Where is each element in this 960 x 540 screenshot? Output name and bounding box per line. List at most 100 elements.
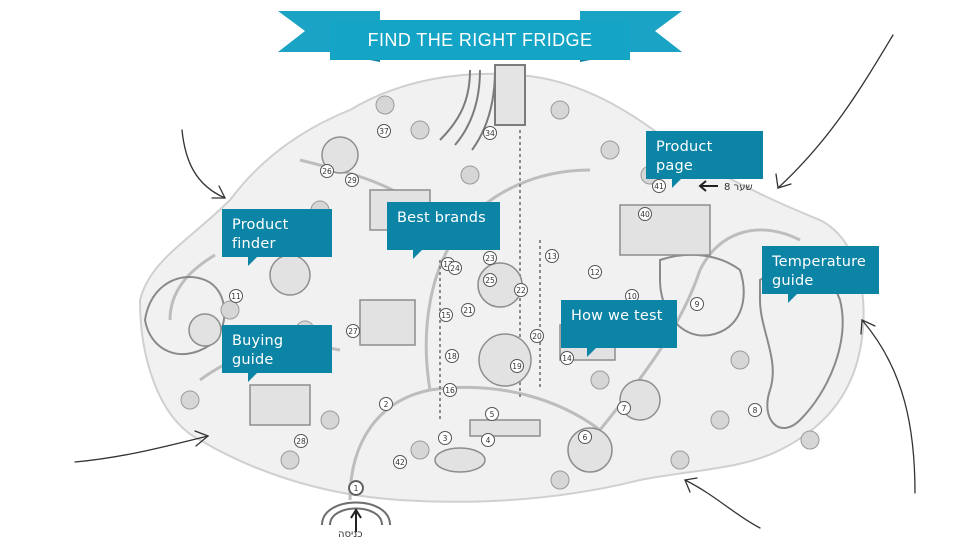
location-marker-circle bbox=[229, 289, 243, 303]
callout-line: How we test bbox=[571, 308, 663, 324]
location-number: 26 bbox=[322, 167, 332, 176]
hand-drawn-arrows bbox=[74, 34, 916, 529]
location-marker-circle bbox=[578, 430, 592, 444]
location-number: 21 bbox=[463, 306, 473, 315]
location-marker: 25 bbox=[483, 273, 497, 287]
location-marker: 29 bbox=[345, 173, 359, 187]
location-number: 42 bbox=[395, 458, 405, 467]
callout-product-finder[interactable]: Product finder bbox=[222, 209, 332, 266]
location-number: 1 bbox=[354, 484, 359, 493]
location-number: 41 bbox=[654, 182, 664, 191]
location-marker-circle bbox=[377, 124, 391, 138]
location-marker: 16 bbox=[443, 383, 457, 397]
location-marker: 20 bbox=[530, 329, 544, 343]
location-number: 22 bbox=[516, 286, 526, 295]
location-marker-circle bbox=[345, 173, 359, 187]
location-number: 40 bbox=[640, 210, 650, 219]
location-marker: 26 bbox=[320, 164, 334, 178]
callout-line: Buying bbox=[232, 333, 284, 349]
location-number: 25 bbox=[485, 276, 495, 285]
location-number: 34 bbox=[485, 129, 495, 138]
callout-product-page[interactable]: Product page bbox=[646, 131, 763, 188]
location-marker: 8 bbox=[748, 403, 762, 417]
location-marker-circle bbox=[510, 359, 524, 373]
location-marker: 15 bbox=[439, 308, 453, 322]
location-number: 15 bbox=[441, 311, 451, 320]
location-marker-circle bbox=[588, 265, 602, 279]
location-marker: 42 bbox=[393, 455, 407, 469]
location-marker: 37 bbox=[377, 124, 391, 138]
location-marker: 22 bbox=[514, 283, 528, 297]
location-marker: 7 bbox=[617, 401, 631, 415]
location-marker-circle bbox=[483, 251, 497, 265]
location-number: 5 bbox=[490, 410, 495, 419]
location-number: 18 bbox=[447, 352, 457, 361]
location-number: 9 bbox=[695, 300, 700, 309]
location-number: 10 bbox=[627, 292, 637, 301]
location-marker-circle bbox=[445, 349, 459, 363]
location-number: 16 bbox=[445, 386, 455, 395]
location-marker-circle bbox=[349, 481, 363, 495]
callout-line: finder bbox=[232, 236, 276, 252]
location-number: 24 bbox=[450, 264, 460, 273]
location-marker-circle bbox=[748, 403, 762, 417]
location-marker: 4 bbox=[481, 433, 495, 447]
location-number: 11 bbox=[231, 292, 241, 301]
location-marker-circle bbox=[448, 261, 462, 275]
location-marker: 5 bbox=[485, 407, 499, 421]
callout-buying-guide[interactable]: Buying guide bbox=[222, 325, 332, 382]
location-number: 20 bbox=[532, 332, 542, 341]
location-number: 7 bbox=[622, 404, 627, 413]
location-number: 6 bbox=[583, 433, 588, 442]
callout-temperature-guide[interactable]: Temperature guide bbox=[762, 246, 879, 303]
location-marker-circle bbox=[638, 207, 652, 221]
exit-label: שער 8 bbox=[724, 182, 753, 193]
location-marker-circle bbox=[617, 401, 631, 415]
callout-how-we-test[interactable]: How we test bbox=[561, 300, 677, 357]
location-marker: 1 bbox=[349, 481, 363, 495]
location-number: 17 bbox=[443, 260, 453, 269]
location-marker-circle bbox=[346, 324, 360, 338]
location-marker: 12 bbox=[588, 265, 602, 279]
title-banner bbox=[278, 11, 682, 62]
location-marker: 14 bbox=[560, 351, 574, 365]
location-marker-circle bbox=[530, 329, 544, 343]
callout-line: guide bbox=[772, 273, 814, 289]
location-marker: 9 bbox=[690, 297, 704, 311]
callout-line: guide bbox=[232, 352, 274, 368]
location-marker: 34 bbox=[483, 126, 497, 140]
callout-line: Product page bbox=[656, 139, 713, 174]
location-marker: 19 bbox=[510, 359, 524, 373]
callout-line: Temperature bbox=[772, 254, 867, 270]
location-marker: 23 bbox=[483, 251, 497, 265]
location-marker: 40 bbox=[638, 207, 652, 221]
location-marker-circle bbox=[652, 179, 666, 193]
location-marker-circle bbox=[481, 433, 495, 447]
location-number: 28 bbox=[296, 437, 306, 446]
location-number: 27 bbox=[348, 327, 358, 336]
location-marker-circle bbox=[320, 164, 334, 178]
location-number: 37 bbox=[379, 127, 389, 136]
location-marker: 2 bbox=[379, 397, 393, 411]
location-marker: 18 bbox=[445, 349, 459, 363]
location-marker: 3 bbox=[438, 431, 452, 445]
exit-arrow-icon bbox=[698, 180, 718, 192]
location-marker-circle bbox=[483, 126, 497, 140]
location-marker-circle bbox=[393, 455, 407, 469]
location-number: 14 bbox=[562, 354, 572, 363]
location-marker: 6 bbox=[578, 430, 592, 444]
location-number: 3 bbox=[443, 434, 448, 443]
location-marker-circle bbox=[545, 249, 559, 263]
callout-best-brands[interactable]: Best brands bbox=[387, 202, 500, 259]
location-marker: 28 bbox=[294, 434, 308, 448]
location-marker-circle bbox=[514, 283, 528, 297]
location-marker: 24 bbox=[448, 261, 462, 275]
slide-tower bbox=[439, 64, 526, 151]
location-marker-circle bbox=[438, 431, 452, 445]
location-marker: 13 bbox=[545, 249, 559, 263]
location-marker-circle bbox=[443, 383, 457, 397]
location-number: 19 bbox=[512, 362, 522, 371]
location-number: 4 bbox=[486, 436, 491, 445]
